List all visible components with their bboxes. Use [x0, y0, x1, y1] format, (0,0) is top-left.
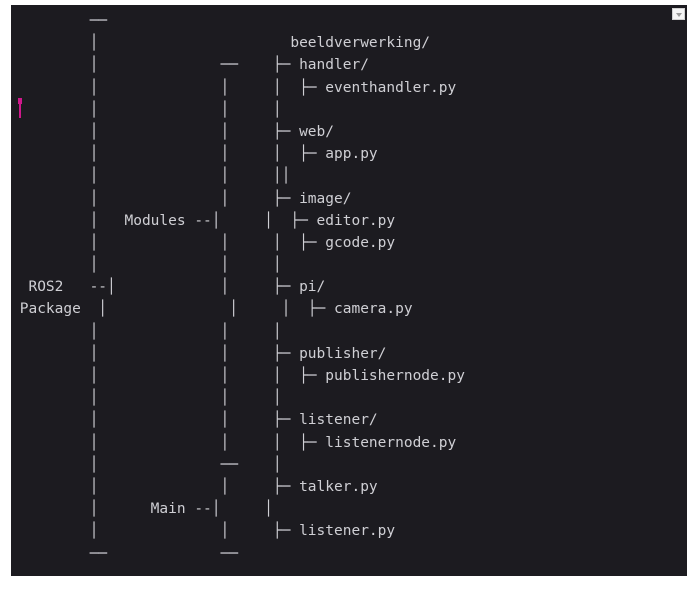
tree-line: │ │ │ ├─ app.py [11, 146, 378, 163]
tree-line: │ │ │ ├─ gcode.py [11, 234, 396, 251]
tree-line: │ │ │ [11, 257, 282, 274]
tree-line: │ beeldverwerking/ [11, 35, 431, 52]
tree-line: │ │ ├─ image/ [11, 190, 352, 207]
tree-line: │ ── ├─ handler/ [11, 57, 369, 74]
tree-line: │ │ ├─ listener/ [11, 412, 378, 429]
tree-text: ── │ beeldverwerking/ │ ── ├─ handler/ │… [11, 10, 465, 565]
text-cursor [18, 98, 22, 118]
scroll-down-icon[interactable] [672, 8, 685, 20]
tree-line: │ │ ├─ web/ [11, 123, 335, 140]
tree-line: │ Modules --│ │ ├─ editor.py [11, 212, 396, 229]
tree-line: ── ── [11, 545, 238, 562]
tree-line: │ Main --│ │ [11, 501, 273, 518]
tree-line: │ │ ├─ listener.py [11, 523, 396, 540]
tree-line: │ │ ││ [11, 168, 291, 185]
tree-line: │ │ │ ├─ eventhandler.py [11, 79, 457, 96]
tree-line: │ ── │ [11, 456, 282, 473]
tree-line: ── [11, 13, 108, 29]
terminal-pane[interactable]: ── │ beeldverwerking/ │ ── ├─ handler/ │… [11, 5, 687, 576]
tree-line: │ │ │ [11, 101, 282, 118]
tree-line: │ │ │ [11, 323, 282, 340]
tree-line: │ │ ├─ publisher/ [11, 345, 387, 362]
tree-line: ROS2 --│ │ ├─ pi/ [11, 279, 326, 296]
tree-line: │ │ │ [11, 390, 282, 407]
tree-line: Package │ │ │ ├─ camera.py [11, 301, 413, 318]
tree-line: │ │ ├─ talker.py [11, 478, 378, 495]
tree-line: │ │ │ ├─ listenernode.py [11, 434, 457, 451]
tree-line: │ │ │ ├─ publishernode.py [11, 368, 465, 384]
